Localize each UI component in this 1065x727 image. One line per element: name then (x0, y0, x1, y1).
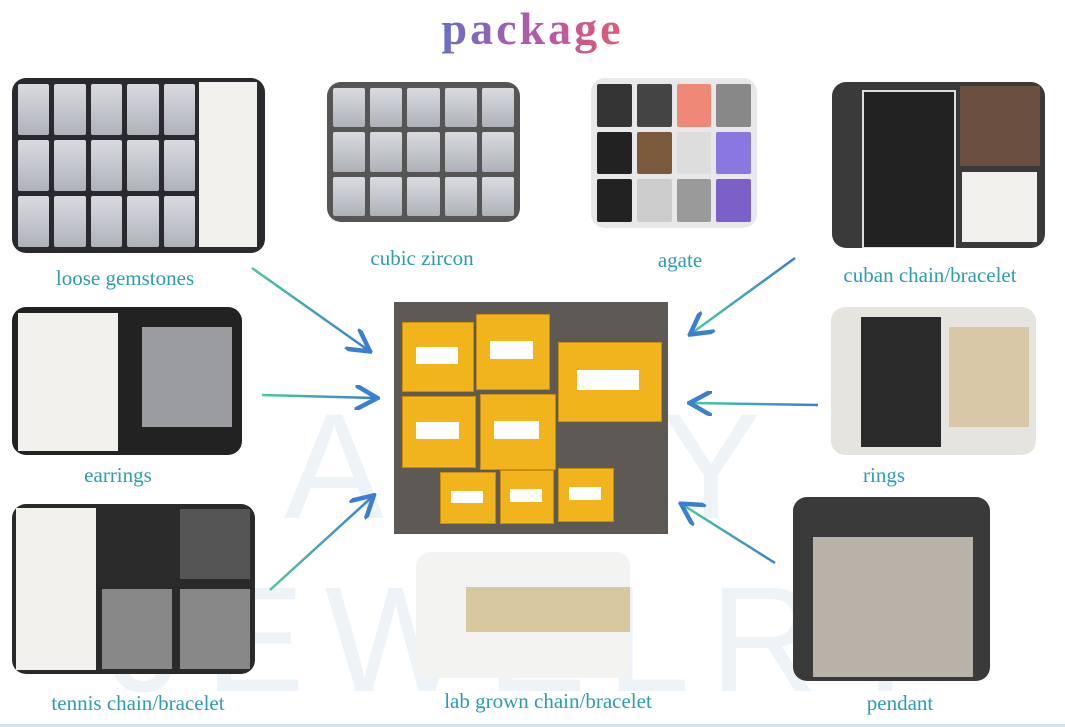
label-cubic-zircon: cubic zircon (370, 246, 474, 270)
label-pendant: pendant (866, 691, 934, 715)
photo-cubic-zircon (327, 82, 520, 222)
photo-loose-gemstones (12, 78, 265, 253)
divider (0, 724, 1065, 727)
label-lab-grown: lab grown chain/bracelet (444, 689, 652, 713)
arrow-loose-gemstones (251, 266, 368, 350)
photo-cuban-chain (832, 82, 1045, 248)
photo-tennis-chain (12, 504, 255, 674)
photo-pendant (793, 497, 990, 681)
photo-earrings (12, 307, 242, 455)
label-rings: rings (863, 463, 905, 487)
photo-lab-grown-chain (416, 552, 630, 678)
label-loose-gemstones: loose gemstones (55, 266, 195, 290)
arrow-pendant (683, 505, 776, 565)
arrow-cuban (692, 256, 796, 333)
label-earrings: earrings (84, 463, 152, 487)
arrow-tennis (269, 497, 372, 591)
photo-packages (394, 302, 668, 534)
photo-agate (591, 78, 757, 228)
photo-rings (831, 307, 1036, 455)
label-tennis: tennis chain/bracelet (51, 691, 225, 715)
arrow-rings (692, 403, 819, 405)
page-title: package (441, 3, 624, 54)
label-cuban: cuban chain/bracelet (843, 263, 1017, 287)
arrow-earrings (261, 395, 375, 398)
label-agate: agate (657, 248, 703, 272)
